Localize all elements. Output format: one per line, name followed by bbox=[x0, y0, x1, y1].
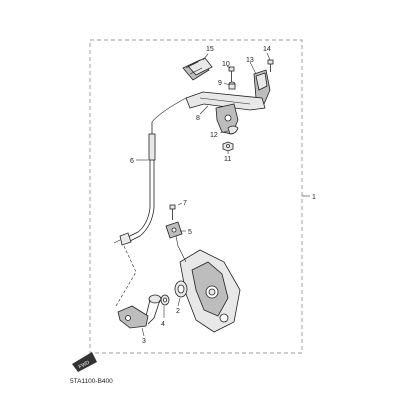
callout-2: 2 bbox=[176, 308, 180, 315]
front-direction-badge: FWD bbox=[72, 352, 97, 372]
leader-9 bbox=[223, 82, 230, 86]
callout-10: 10 bbox=[222, 61, 230, 68]
callout-9: 9 bbox=[218, 80, 222, 87]
callout-3: 3 bbox=[142, 338, 146, 345]
part-3-pivot-lever bbox=[117, 294, 162, 329]
callout-13: 13 bbox=[246, 57, 254, 64]
callout-1: 1 bbox=[312, 194, 316, 201]
front-badge-label: FWD bbox=[78, 360, 91, 371]
part-4-washer bbox=[160, 294, 170, 306]
part-10-bolt bbox=[228, 66, 235, 82]
part-5-bracket bbox=[165, 221, 183, 239]
callout-4: 4 bbox=[161, 321, 165, 328]
callout-6: 6 bbox=[130, 158, 134, 165]
leader-15 bbox=[202, 53, 209, 61]
part-6-cable bbox=[113, 97, 187, 246]
part-13-housing bbox=[253, 69, 271, 105]
leader-12 bbox=[219, 130, 229, 134]
part-14-bolt bbox=[267, 59, 274, 72]
part-8-brake-pedal bbox=[185, 91, 266, 135]
callout-11: 11 bbox=[224, 156, 231, 163]
leader-14 bbox=[266, 52, 271, 61]
brake-master-cylinder bbox=[175, 235, 241, 333]
leader-2 bbox=[177, 297, 181, 307]
assembly-frame bbox=[89, 39, 303, 354]
leader-13 bbox=[249, 61, 257, 75]
leader-7 bbox=[177, 202, 183, 206]
callout-14: 14 bbox=[263, 46, 271, 53]
part-7-bolt bbox=[169, 204, 176, 220]
callout-7: 7 bbox=[183, 200, 187, 207]
callout-12: 12 bbox=[210, 132, 218, 139]
callout-5: 5 bbox=[188, 229, 192, 236]
leader-8 bbox=[199, 105, 209, 115]
callout-15: 15 bbox=[206, 46, 214, 53]
cable-guide-line bbox=[115, 245, 137, 307]
part-12-clip bbox=[227, 125, 239, 135]
part-2-boot bbox=[174, 280, 188, 298]
diagram-code: 5TA1100-B400 bbox=[70, 378, 113, 385]
part-9-collar bbox=[228, 81, 236, 90]
part-11-nut bbox=[222, 141, 234, 152]
leader-3 bbox=[141, 327, 145, 337]
leader-10 bbox=[226, 65, 231, 69]
part-15-connector bbox=[182, 57, 213, 81]
callout-8: 8 bbox=[196, 115, 200, 122]
